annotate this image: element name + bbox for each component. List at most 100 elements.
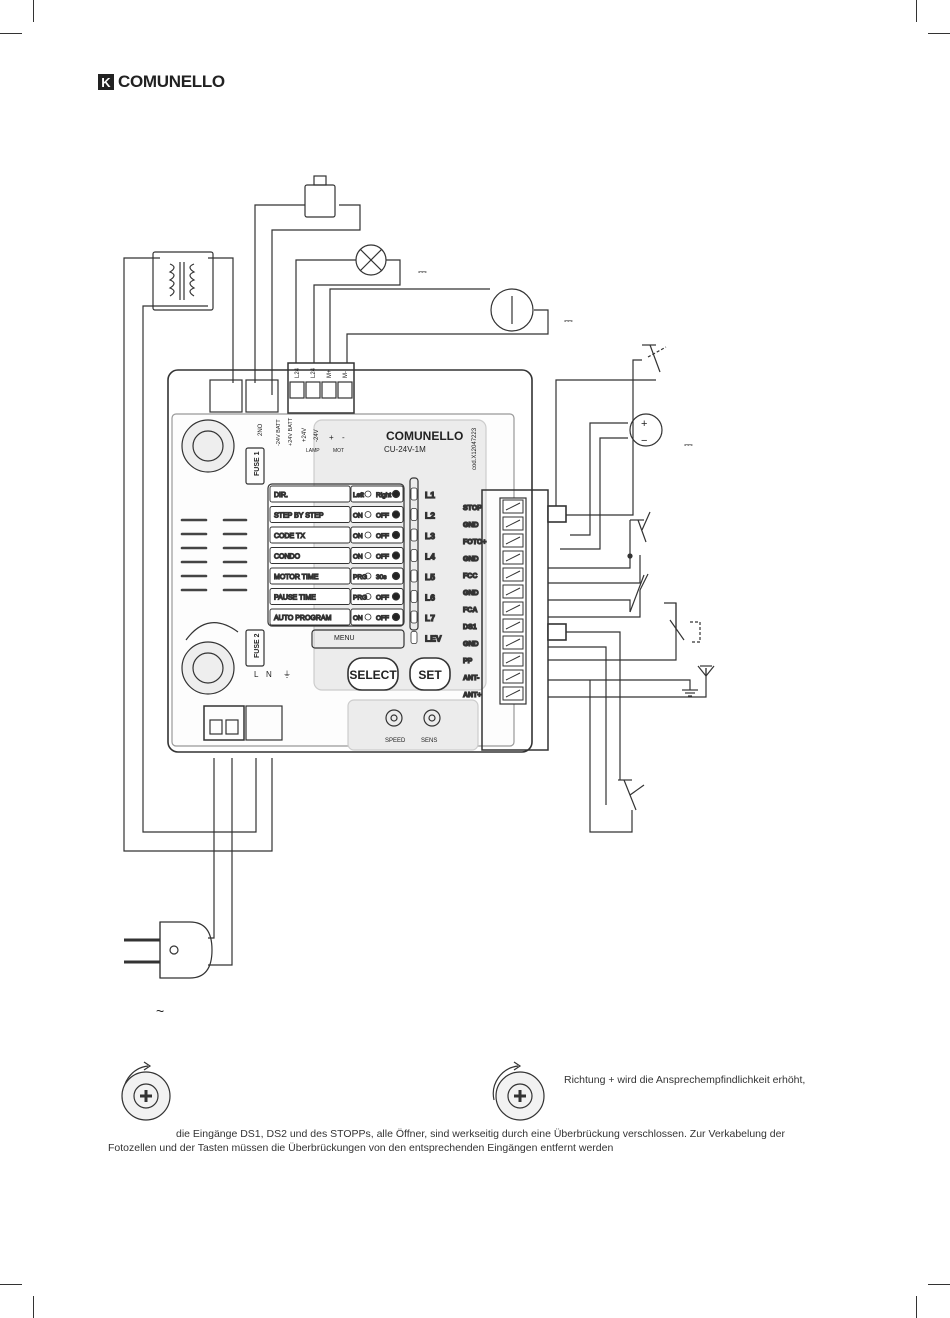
menu-row-value-box xyxy=(350,485,404,503)
terminal-label: ⏚ xyxy=(283,670,291,679)
battery-symbol xyxy=(304,175,336,218)
led-label: L4 xyxy=(425,552,435,562)
led-bulb-off-icon xyxy=(364,552,372,559)
sens-note: Richtung + wird die Ansprechempfindlichk… xyxy=(564,1074,806,1086)
led-bulb-off-icon xyxy=(364,531,372,539)
terminal-label: - xyxy=(342,433,345,442)
terminal-screw-slot xyxy=(505,621,521,630)
terminal-label: ANT+ xyxy=(463,692,481,699)
terminal-screw-slot xyxy=(505,536,521,545)
terminal-label: GND xyxy=(463,641,479,648)
terminal-screw-slot xyxy=(505,587,521,596)
menu-row-value-box xyxy=(350,567,404,585)
terminal-label: PP xyxy=(463,658,473,665)
mains-plug-icon xyxy=(124,921,213,979)
dc-symbol: ⎓ xyxy=(564,315,573,327)
crop-mark xyxy=(33,0,34,22)
stop-switch-symbol xyxy=(642,344,667,373)
menu-row-option-b: OFF xyxy=(376,615,389,622)
terminal-label: STOP xyxy=(463,505,482,512)
led-indicator xyxy=(410,631,418,644)
menu-row-option-a: PRG xyxy=(353,574,367,581)
crop-mark xyxy=(0,1284,22,1285)
led-bulb-off-icon xyxy=(364,593,372,600)
plus-symbol: + xyxy=(641,418,647,430)
menu-row-option-a: PRG xyxy=(353,595,367,602)
led-bulb-off-icon xyxy=(364,613,372,621)
brand-name: COMUNELLO xyxy=(118,72,225,91)
led-bulb-off-icon xyxy=(364,572,372,580)
led-label: L1 xyxy=(425,490,435,500)
terminal-screw-slot xyxy=(505,689,521,698)
fcc-switch-symbol xyxy=(627,511,651,559)
menu-row-option-a: ON xyxy=(353,554,363,561)
terminal-label: DS1 xyxy=(463,624,477,631)
menu-row-label: AUTO PROGRAM xyxy=(274,615,332,622)
footer-line-1: die Eingänge DS1, DS2 und des STOPPs, al… xyxy=(176,1128,785,1140)
led-indicator xyxy=(410,528,418,542)
led-indicator xyxy=(410,610,418,624)
terminal-screw-slot xyxy=(505,672,521,681)
menu-row-value-box xyxy=(350,526,404,544)
terminal-label: L xyxy=(254,670,259,679)
menu-row-label: PAUSE TIME xyxy=(274,595,316,602)
ac-symbol: ~ xyxy=(156,1003,164,1019)
set-button[interactable]: SET xyxy=(409,657,451,691)
menu-row-option-a: Left xyxy=(353,492,364,499)
led-bulb-icon xyxy=(391,510,401,519)
led-bulb-off-icon xyxy=(364,511,372,518)
menu-row-label: MOTOR TIME xyxy=(274,574,319,581)
menu-row-value-box xyxy=(350,608,404,626)
safety-edge-symbol xyxy=(618,779,645,818)
footer-line-2: Fotozellen und der Tasten müssen die Übe… xyxy=(108,1142,614,1154)
set-button-label: SET xyxy=(418,668,442,682)
menu-row-option-b: Right xyxy=(376,492,391,499)
motor-symbol xyxy=(490,288,534,332)
terminal-label: +24V BATT xyxy=(288,417,294,446)
led-bulb-off-icon xyxy=(364,490,372,498)
crop-mark xyxy=(916,0,917,22)
crop-mark xyxy=(0,33,22,34)
terminal-label: L24 xyxy=(311,367,317,378)
select-button[interactable]: SELECT xyxy=(347,657,399,691)
terminal-screw-slot xyxy=(505,502,521,511)
led-indicator xyxy=(410,590,418,603)
led-indicator xyxy=(410,569,418,583)
led-label: L2 xyxy=(425,511,435,521)
terminal-label: MOT xyxy=(333,448,344,454)
menu-row-option-b: OFF xyxy=(376,533,389,540)
pp-button-symbol xyxy=(669,603,701,643)
terminal-screw-slot xyxy=(505,655,521,664)
dc-symbol: ⎓ xyxy=(684,439,693,451)
terminal-screw-slot xyxy=(505,638,521,647)
speed-trimmer-icon xyxy=(121,1061,171,1121)
menu-row-label: STEP BY STEP xyxy=(274,513,324,520)
terminal-screw-slot xyxy=(505,570,521,579)
terminal-label: -24V BATT xyxy=(276,419,282,446)
led-bulb-icon xyxy=(391,571,401,581)
crop-mark xyxy=(928,1284,950,1285)
speed-label: SPEED xyxy=(385,738,406,744)
terminal-label: GND xyxy=(463,590,479,597)
board-model: CU-24V-1M xyxy=(384,445,426,454)
led-bulb-icon xyxy=(391,530,401,540)
terminal-label: GND xyxy=(463,556,479,563)
menu-row-box xyxy=(269,608,351,626)
menu-row-box xyxy=(269,506,351,523)
fca-switch-symbol xyxy=(629,573,649,613)
led-label: L6 xyxy=(425,593,435,603)
board-brand: COMUNELLO xyxy=(386,429,463,443)
menu-row-option-b: OFF xyxy=(376,513,389,520)
transformer-symbol xyxy=(152,251,214,311)
led-bulb-icon xyxy=(391,551,401,560)
terminal-label: + xyxy=(329,433,334,442)
terminal-label: LAMP xyxy=(306,448,320,454)
terminal-label: 2NO xyxy=(258,423,264,436)
menu-row-label: DIR. xyxy=(274,492,288,499)
photocell-supply-symbol xyxy=(629,413,663,447)
dc-symbol: ⎓ xyxy=(418,266,427,278)
terminal-label: M+ xyxy=(327,369,333,378)
led-label: L7 xyxy=(425,613,435,623)
